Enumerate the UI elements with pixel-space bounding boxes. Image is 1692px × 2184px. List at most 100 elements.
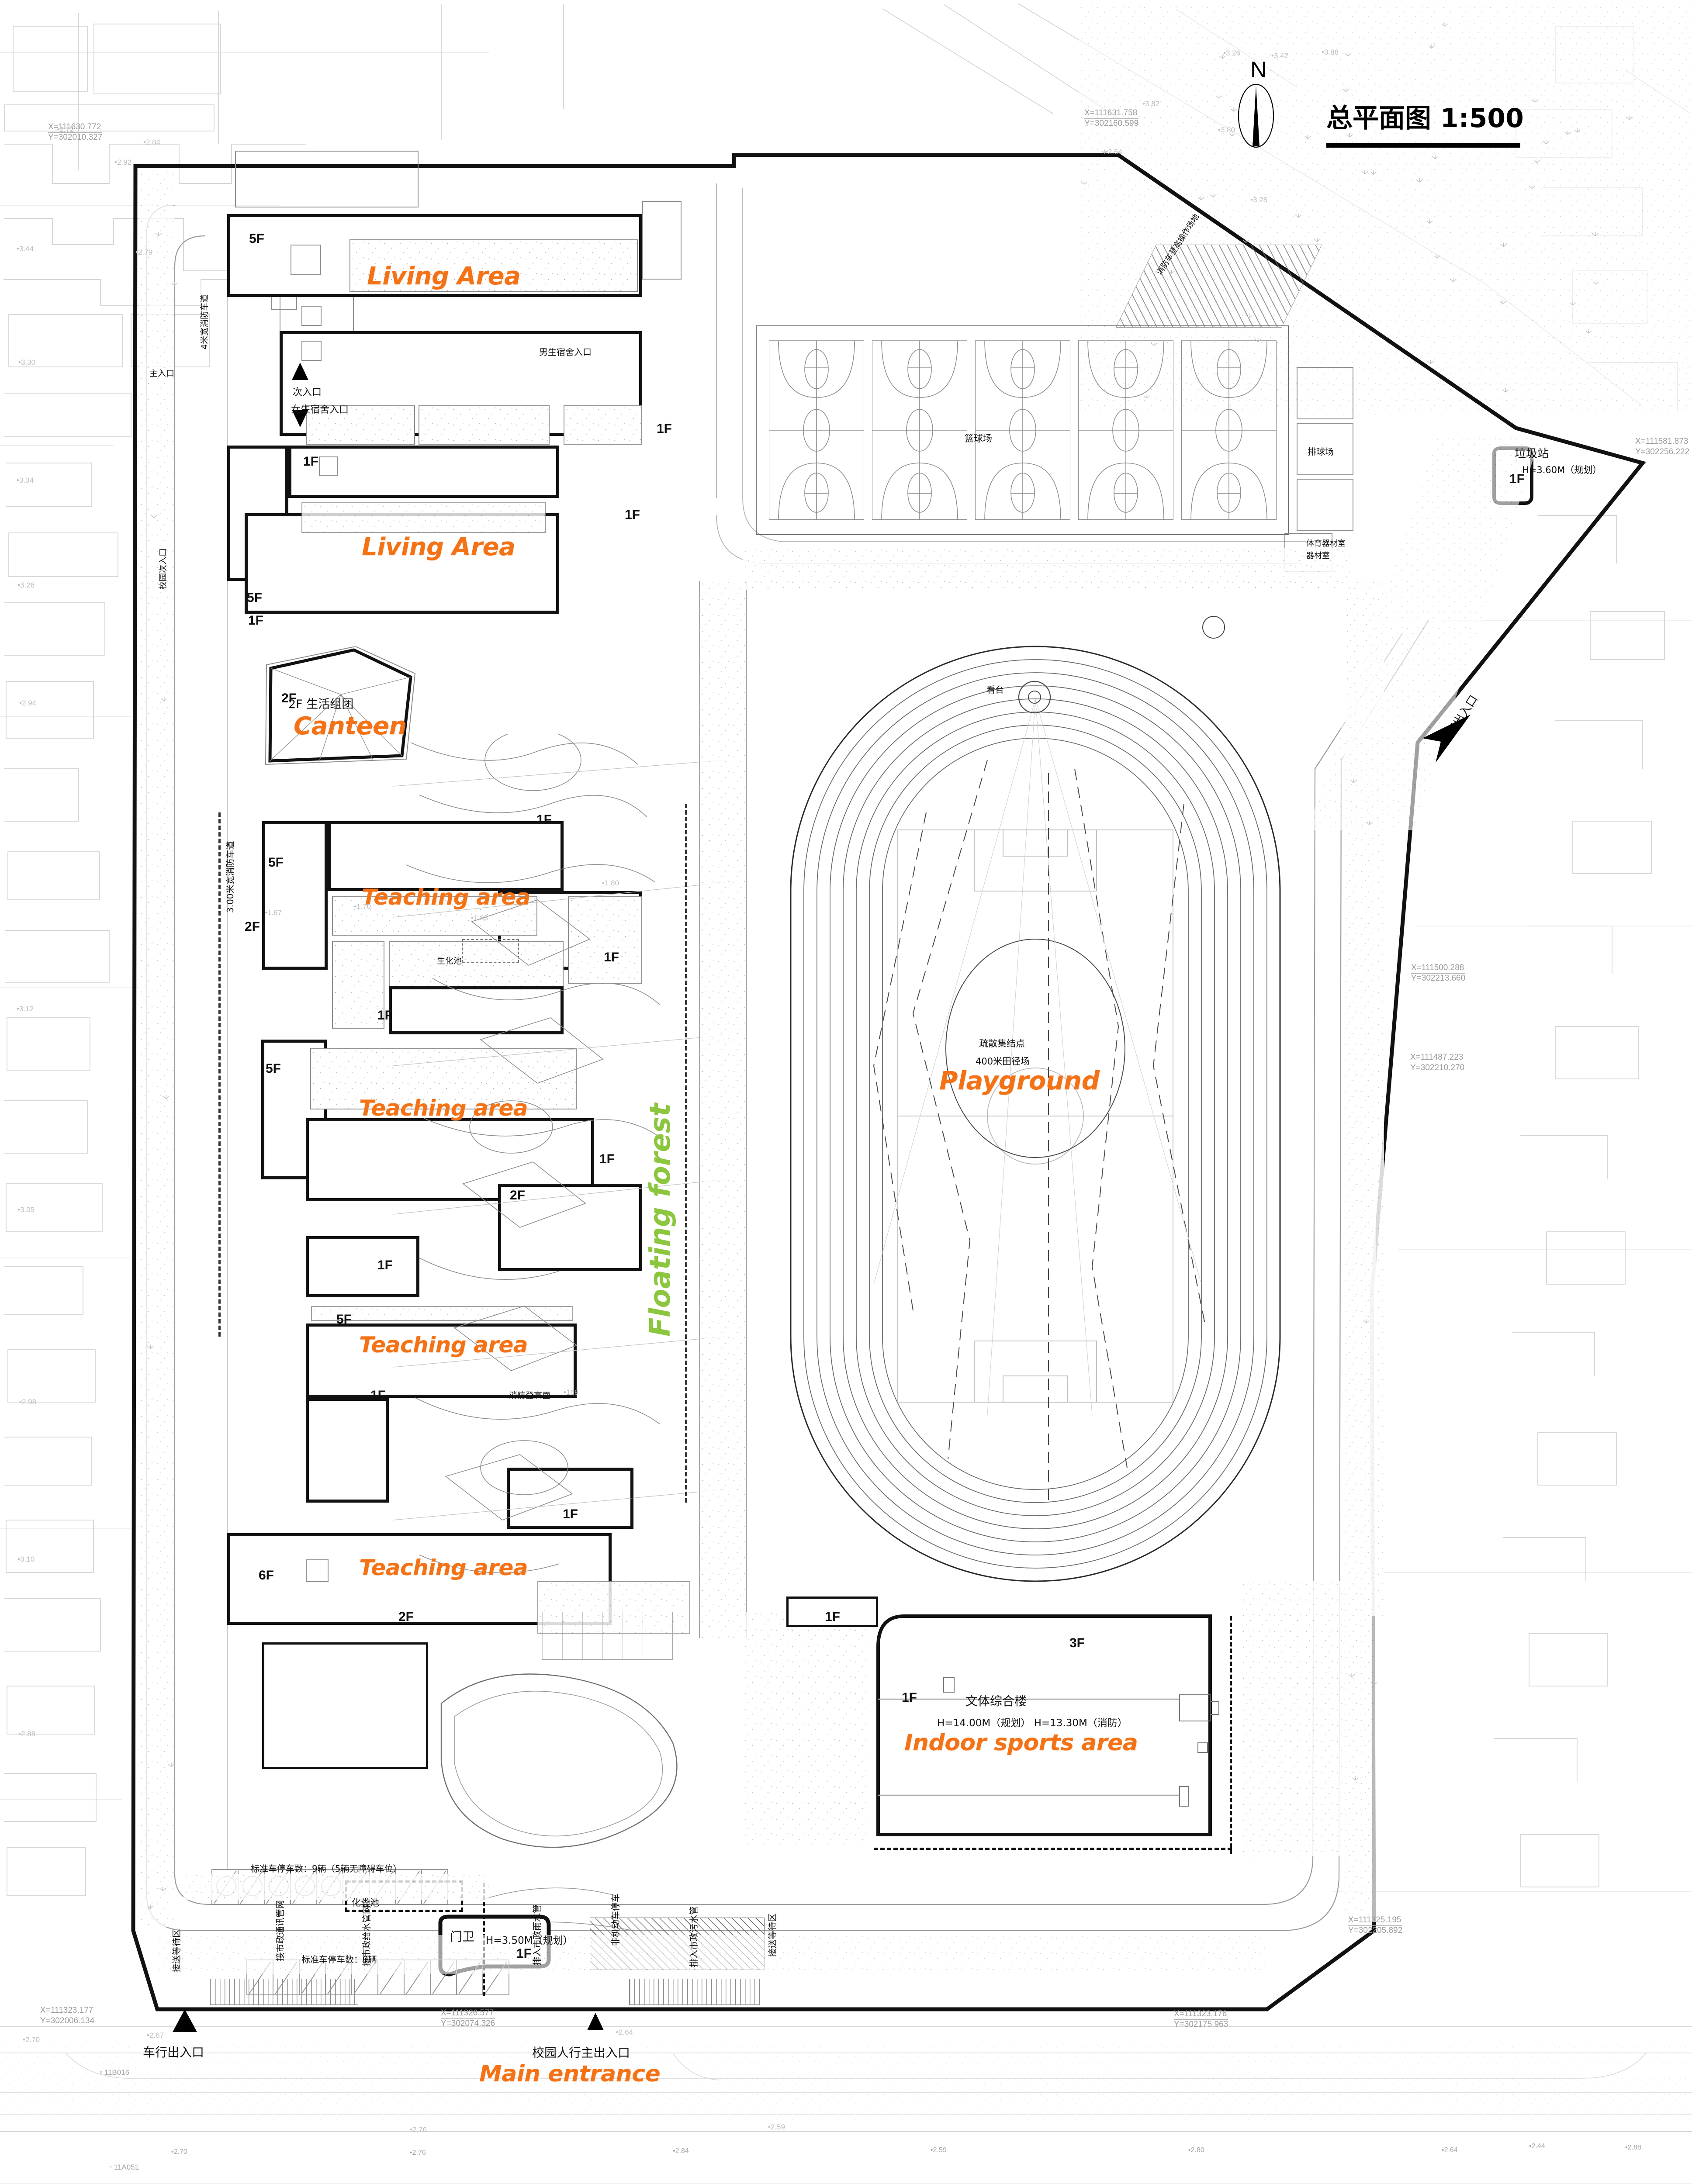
spot-elevation-27: •2.88	[18, 1730, 36, 1738]
teaching-building-2-east	[498, 1184, 642, 1271]
fire-lane-dash-west	[213, 812, 221, 1337]
teaching-building-3-main	[306, 1324, 577, 1398]
canteen-building	[265, 646, 416, 765]
cn-annotation-2: 男生宿舍入口	[539, 347, 592, 357]
teaching-area-4-label: Teaching area	[359, 1555, 528, 1580]
bottom-dimension-6: •2.44	[1529, 2143, 1545, 2150]
fire-access-dash-east	[1223, 1616, 1232, 1854]
volleyball-court-3	[1297, 479, 1353, 531]
bottom-dimension-3: •2.59	[931, 2146, 947, 2154]
plaza-paving	[542, 1612, 673, 1660]
teaching-building-1-south	[389, 986, 564, 1034]
floor-tag-1f-17: 1F	[370, 1388, 386, 1403]
living-area-south-label: Living Area	[362, 533, 516, 561]
cn-annotation-31: 3.00米宽消防车道	[225, 841, 235, 913]
spot-elevation-25: •2.98	[19, 1398, 37, 1406]
survey-marker-1: ▫ 11A051	[109, 2163, 139, 2171]
spot-elevation-28: •3.30	[18, 358, 36, 366]
canteen-label: Canteen	[294, 712, 406, 740]
spot-elevation-24: •3.05	[17, 1206, 35, 1214]
cn-annotation-20: 化粪池	[352, 1897, 379, 1908]
floor-tag-1f-1: 1F	[657, 422, 672, 436]
stair-core-2	[301, 306, 322, 326]
dorm-building-mid	[288, 446, 559, 498]
crosswalk-west	[210, 1979, 358, 2005]
cn-annotation-22: 非机动车停车	[610, 1894, 621, 1946]
cn-annotation-5: 排球场	[1308, 446, 1334, 457]
spot-elevation-30: •169	[564, 1388, 579, 1396]
basketball-court-markings	[769, 340, 1277, 520]
floor-tag-1f-15: 1F	[377, 1258, 393, 1272]
spot-elevation-13: •2.64	[616, 2028, 633, 2036]
cn-annotation-21: 生化池	[437, 956, 462, 966]
court-zone-boundary	[756, 325, 1289, 535]
cn-annotation-7: 400米田径场	[976, 1056, 1030, 1067]
teaching-green-6	[311, 1306, 573, 1321]
cn-annotation-0: 次入口	[293, 387, 322, 398]
teaching-building-3-east	[507, 1468, 633, 1529]
bottom-dimension-1: •2.76	[410, 2149, 426, 2156]
cn-annotation-24: 接市政通讯管网	[275, 1900, 285, 1961]
cn-annotation-18: 标准车停车数：9辆（5辆无障碍车位）	[251, 1863, 402, 1874]
north-arrow-icon	[1238, 83, 1274, 148]
spot-elevation-23: •3.12	[17, 1005, 34, 1013]
floor-tag-5f-0: 5F	[249, 232, 265, 246]
courtyard-green-4	[564, 405, 642, 445]
cn-annotation-25: 接市政给水管网	[361, 1905, 372, 1966]
track-edge-green-north	[743, 548, 1350, 590]
bottom-dimension-4: •2.80	[1188, 2146, 1204, 2154]
teaching-area-2-label: Teaching area	[359, 1095, 528, 1121]
cn-annotation-13: 门卫	[450, 1929, 475, 1944]
bottom-dimension-7: •2.88	[1625, 2144, 1641, 2151]
cn-annotation-12: H=3.60M（规划）	[1522, 465, 1602, 475]
pedestrian-entrance-arrow	[587, 2013, 604, 2030]
bottom-dimension-0: •2.70	[171, 2148, 187, 2156]
cn-annotation-29: 体育器材室	[1306, 539, 1346, 548]
cn-annotation-26: 排入市政污水管	[689, 1906, 699, 1967]
spot-elevation-15: •2.59	[768, 2123, 785, 2131]
cn-annotation-4: 篮球场	[965, 433, 992, 444]
cn-annotation-19: 标准车停车数：9辆	[301, 1954, 377, 1965]
spot-elevation-3: •3.82	[1142, 100, 1160, 108]
indoor-sports-area-label: Indoor sports area	[904, 1730, 1138, 1756]
spot-elevation-22: •2.94	[19, 699, 37, 707]
spot-elevation-10: •2.79	[135, 248, 153, 256]
floor-tag-1f-13: 1F	[599, 1152, 615, 1166]
spot-elevation-29: •3.44	[17, 245, 34, 253]
floor-tag-5f-16: 5F	[336, 1312, 352, 1327]
crosswalk-east	[629, 1979, 760, 2005]
teaching-building-1-west	[262, 821, 328, 970]
sheet-title-cn: 总平面图 1:500	[1326, 103, 1524, 134]
cn-annotation-1: 女生宿舍入口	[291, 404, 349, 415]
spot-elevation-26: •3.10	[17, 1555, 35, 1563]
sheet-title-en: GENERAL FLOOR PLAN	[633, 2180, 958, 2184]
main-entrance-label: Main entrance	[479, 2061, 661, 2087]
floating-forest-landscape	[393, 734, 725, 1573]
playground-label: Playground	[939, 1066, 1100, 1095]
cn-annotation-23: 排入市政雨水管	[532, 1904, 542, 1966]
floor-tag-1f-10: 1F	[377, 1008, 393, 1023]
courtyard-green-1	[349, 239, 638, 292]
cn-annotation-3: 2F 生活组团	[288, 698, 354, 711]
floor-tag-1f-11: 1F	[604, 950, 619, 964]
floor-tag-2f-20: 2F	[398, 1610, 414, 1624]
indoor-sports-building	[876, 1614, 1219, 1836]
fire-lane-dash-mid	[679, 804, 687, 1503]
floor-tag-1f-25: 1F	[1509, 472, 1525, 486]
sheet-title-rule	[1326, 143, 1520, 148]
floating-forest-label: Floating forest	[644, 1103, 677, 1337]
cn-annotation-14: H=3.50M（规划）	[486, 1935, 573, 1946]
cn-annotation-6: 疏散集结点	[979, 1038, 1025, 1049]
spot-elevation-11: •2.70	[23, 2035, 40, 2044]
cn-annotation-36: 主入口	[149, 369, 175, 378]
floor-tag-1f-24: 1F	[516, 1946, 532, 1961]
spot-elevation-18: •1.83	[471, 914, 488, 922]
floor-tag-2f-9: 2F	[245, 919, 260, 934]
spot-elevation-12: •2.67	[147, 2031, 164, 2039]
spot-elevation-19: •1.80	[602, 879, 619, 887]
teaching-green-3	[389, 941, 564, 987]
